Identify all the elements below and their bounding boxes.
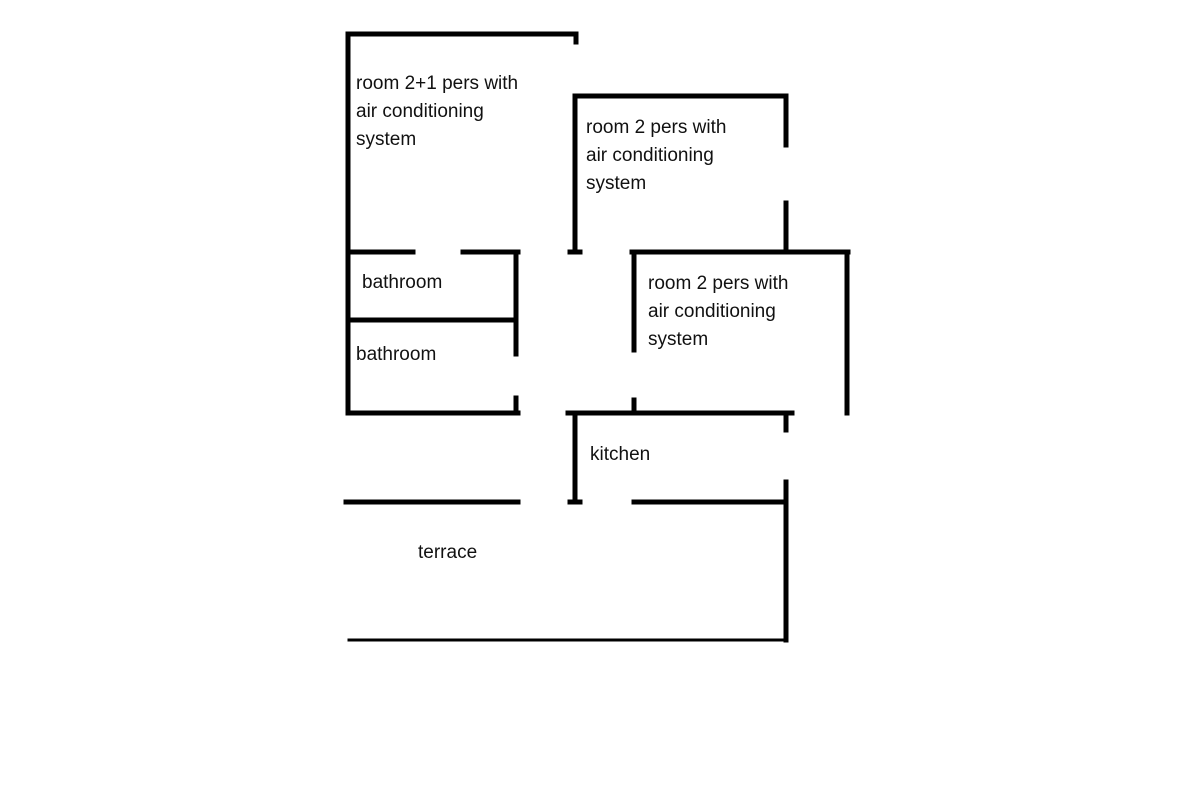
label-line: air conditioning <box>586 145 714 166</box>
label-line: system <box>648 329 709 350</box>
label-line: room 2+1 pers with <box>356 73 519 94</box>
label-line: room 2 pers with <box>586 117 727 138</box>
room-label: room 2+1 pers with air conditioning system <box>356 70 518 154</box>
bathroom-label: bathroom <box>362 272 443 293</box>
room-label: room 2 pers with air conditioning system <box>586 114 726 198</box>
label-line: air conditioning <box>648 301 776 322</box>
terrace-label: terrace <box>418 542 478 563</box>
label-line: room 2 pers with <box>648 273 789 294</box>
kitchen-label: kitchen <box>590 444 651 465</box>
room-label: room 2 pers with air conditioning system <box>648 270 788 354</box>
label-line: air conditioning <box>356 101 484 122</box>
bathroom-label: bathroom <box>356 344 437 365</box>
label-line: system <box>586 173 647 194</box>
label-line: system <box>356 129 417 150</box>
